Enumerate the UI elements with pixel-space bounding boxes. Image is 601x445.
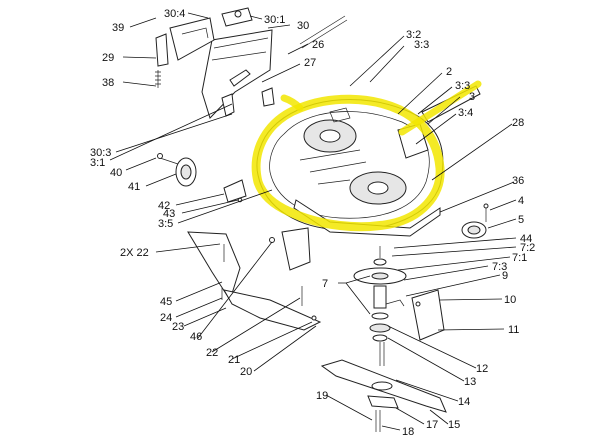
- callout-7-3: 7:3: [492, 261, 507, 273]
- callout-30-1: 30:1: [264, 14, 285, 26]
- callout-9: 9: [502, 270, 508, 282]
- callout-30-3: 30:3: [90, 147, 111, 159]
- callout-28: 28: [512, 117, 524, 129]
- callout-27: 27: [304, 57, 316, 69]
- callout-39: 39: [112, 22, 124, 34]
- callout-11: 11: [508, 324, 519, 336]
- callout-3-3-b: 3:3: [455, 80, 470, 92]
- callout-4: 4: [518, 195, 524, 207]
- flap-11: [411, 289, 445, 341]
- callout-17: 17: [426, 419, 438, 431]
- callout-7-1: 7:1: [512, 252, 527, 264]
- deflector-assembly: [155, 7, 348, 119]
- callout-24: 24: [160, 312, 172, 324]
- callout-3-3-a: 3:3: [414, 39, 429, 51]
- callout-26: 26: [312, 39, 324, 51]
- belt-highlight: [251, 80, 482, 232]
- callout-44: 44: [520, 233, 532, 245]
- callout-29: 29: [102, 52, 114, 64]
- callout-20: 20: [240, 366, 252, 378]
- callout-18: 18: [402, 426, 414, 438]
- callout-7: 7: [322, 278, 328, 290]
- baffles: [187, 227, 322, 331]
- callout-43: 43: [163, 208, 175, 220]
- callout-13: 13: [464, 376, 476, 388]
- callout-36: 36: [512, 175, 524, 187]
- callout-3-5: 3:5: [158, 218, 173, 230]
- idler-pulley: [157, 153, 197, 187]
- callout-19: 19: [316, 390, 328, 402]
- callout-15: 15: [448, 419, 460, 431]
- callout-14: 14: [458, 396, 470, 408]
- callout-3-4: 3:4: [458, 107, 473, 119]
- callout-labels: 39 30:4 30:1 30 26 3:2 3:3 29 27 2 3:3 3…: [90, 8, 535, 438]
- callout-30-4: 30:4: [164, 8, 185, 20]
- bracket-42: [223, 179, 247, 203]
- callout-22: 22: [206, 347, 218, 359]
- callout-3: 3: [469, 91, 475, 103]
- leader-lines: [109, 12, 517, 431]
- callout-42: 42: [158, 200, 170, 212]
- callout-10: 10: [504, 294, 516, 306]
- callout-3-1: 3:1: [90, 157, 105, 169]
- callout-38: 38: [102, 77, 114, 89]
- callout-5: 5: [518, 214, 524, 226]
- callout-3-2: 3:2: [406, 29, 421, 41]
- callout-30: 30: [297, 20, 309, 32]
- callout-2: 2: [446, 66, 452, 78]
- callout-41: 41: [128, 181, 140, 193]
- callout-21: 21: [228, 354, 240, 366]
- callout-23: 23: [172, 321, 184, 333]
- blade: [320, 359, 447, 432]
- callout-46: 46: [190, 331, 202, 343]
- knob-5: [461, 203, 489, 239]
- callout-12: 12: [476, 363, 488, 375]
- callout-2x-22: 2X 22: [120, 247, 149, 259]
- callout-45: 45: [160, 296, 172, 308]
- callout-40: 40: [110, 167, 122, 179]
- spindle-assembly: [353, 246, 407, 366]
- callout-7-2: 7:2: [520, 242, 535, 254]
